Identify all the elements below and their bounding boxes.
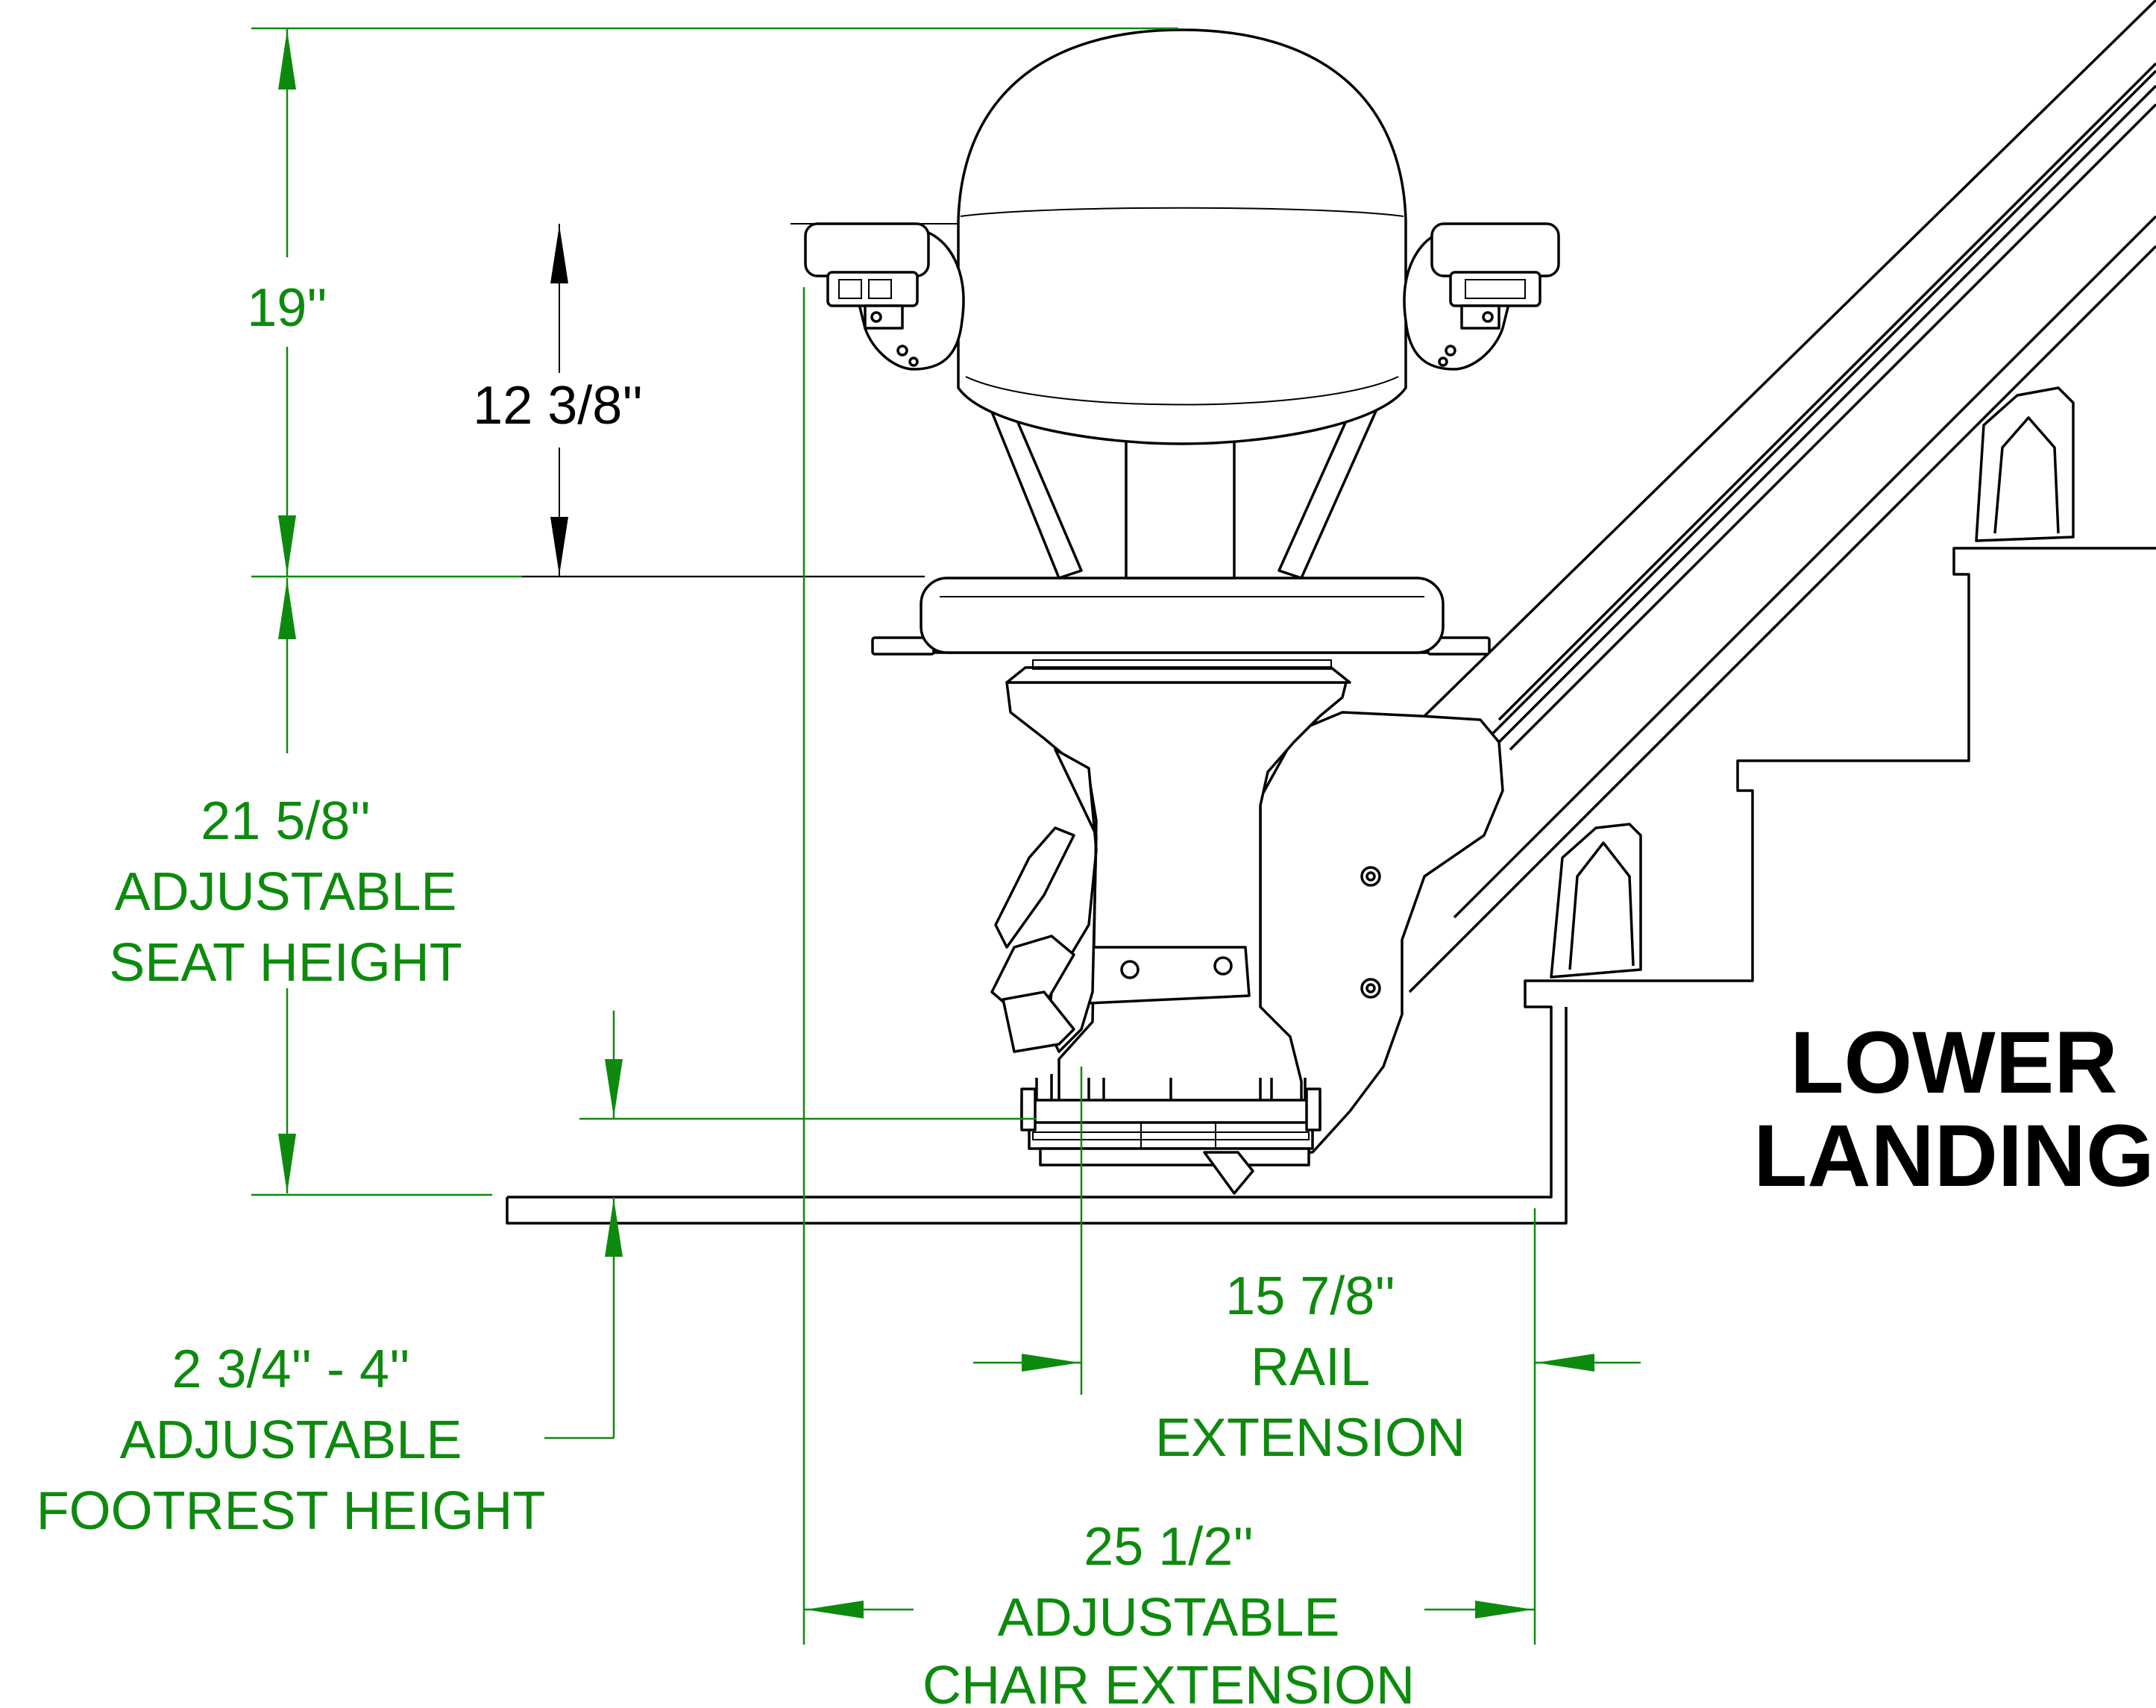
rail-bracket-lower [1550, 823, 1642, 979]
dimension-seat-height: 21 5/8'' ADJUSTABLE SEAT HEIGHT [109, 578, 492, 1196]
dimension-chair-extension: 25 1/2'' ADJUSTABLE CHAIR EXTENSION [802, 287, 1535, 1708]
chair-extension-value: 25 1/2'' [1084, 1517, 1254, 1577]
rail-extension-value: 15 7/8'' [1225, 1266, 1395, 1326]
seat-height-line2: ADJUSTABLE [115, 862, 457, 922]
rail-extension-line3: EXTENSION [1155, 1408, 1465, 1468]
seat-height-value: 21 5/8'' [201, 791, 371, 851]
stair-rail [1408, 0, 2156, 993]
footrest-height-line3: FOOTREST HEIGHT [37, 1481, 546, 1541]
chair-extension-line3: CHAIR EXTENSION [923, 1656, 1415, 1708]
title-line2: LANDING [1753, 1107, 2155, 1205]
chair-extension-line2: ADJUSTABLE [998, 1588, 1340, 1648]
seat-cushion [920, 577, 1445, 654]
backrest-column [1125, 431, 1236, 580]
lower-landing-title: LOWER LANDING [1753, 1014, 2155, 1205]
dimension-footrest-height: 2 3/4'' - 4'' ADJUSTABLE FOOTREST HEIGHT [37, 1011, 1037, 1541]
backrest-height-label: 12 3/8'' [473, 376, 643, 436]
dimension-rail-extension: 15 7/8'' RAIL EXTENSION [973, 1067, 1641, 1645]
rail-bracket-upper [1975, 386, 2075, 542]
dimension-backrest-height: 12 3/8'' [473, 223, 958, 577]
dimension-overall-height: 19'' [247, 27, 1178, 578]
staircase [506, 386, 2156, 1225]
footrest [1020, 1074, 1321, 1195]
stairlift-chair [804, 28, 1560, 1195]
armrest-left [804, 222, 965, 371]
footrest-height-value: 2 3/4'' - 4'' [172, 1340, 409, 1399]
title-line1: LOWER [1790, 1014, 2117, 1112]
overall-height-label: 19'' [247, 278, 327, 338]
backrest-dome [957, 28, 1407, 445]
armrest-right [1403, 222, 1560, 371]
footrest-height-line2: ADJUSTABLE [120, 1410, 462, 1470]
seat-height-line3: SEAT HEIGHT [109, 933, 462, 993]
rail-extension-line2: RAIL [1251, 1337, 1370, 1397]
